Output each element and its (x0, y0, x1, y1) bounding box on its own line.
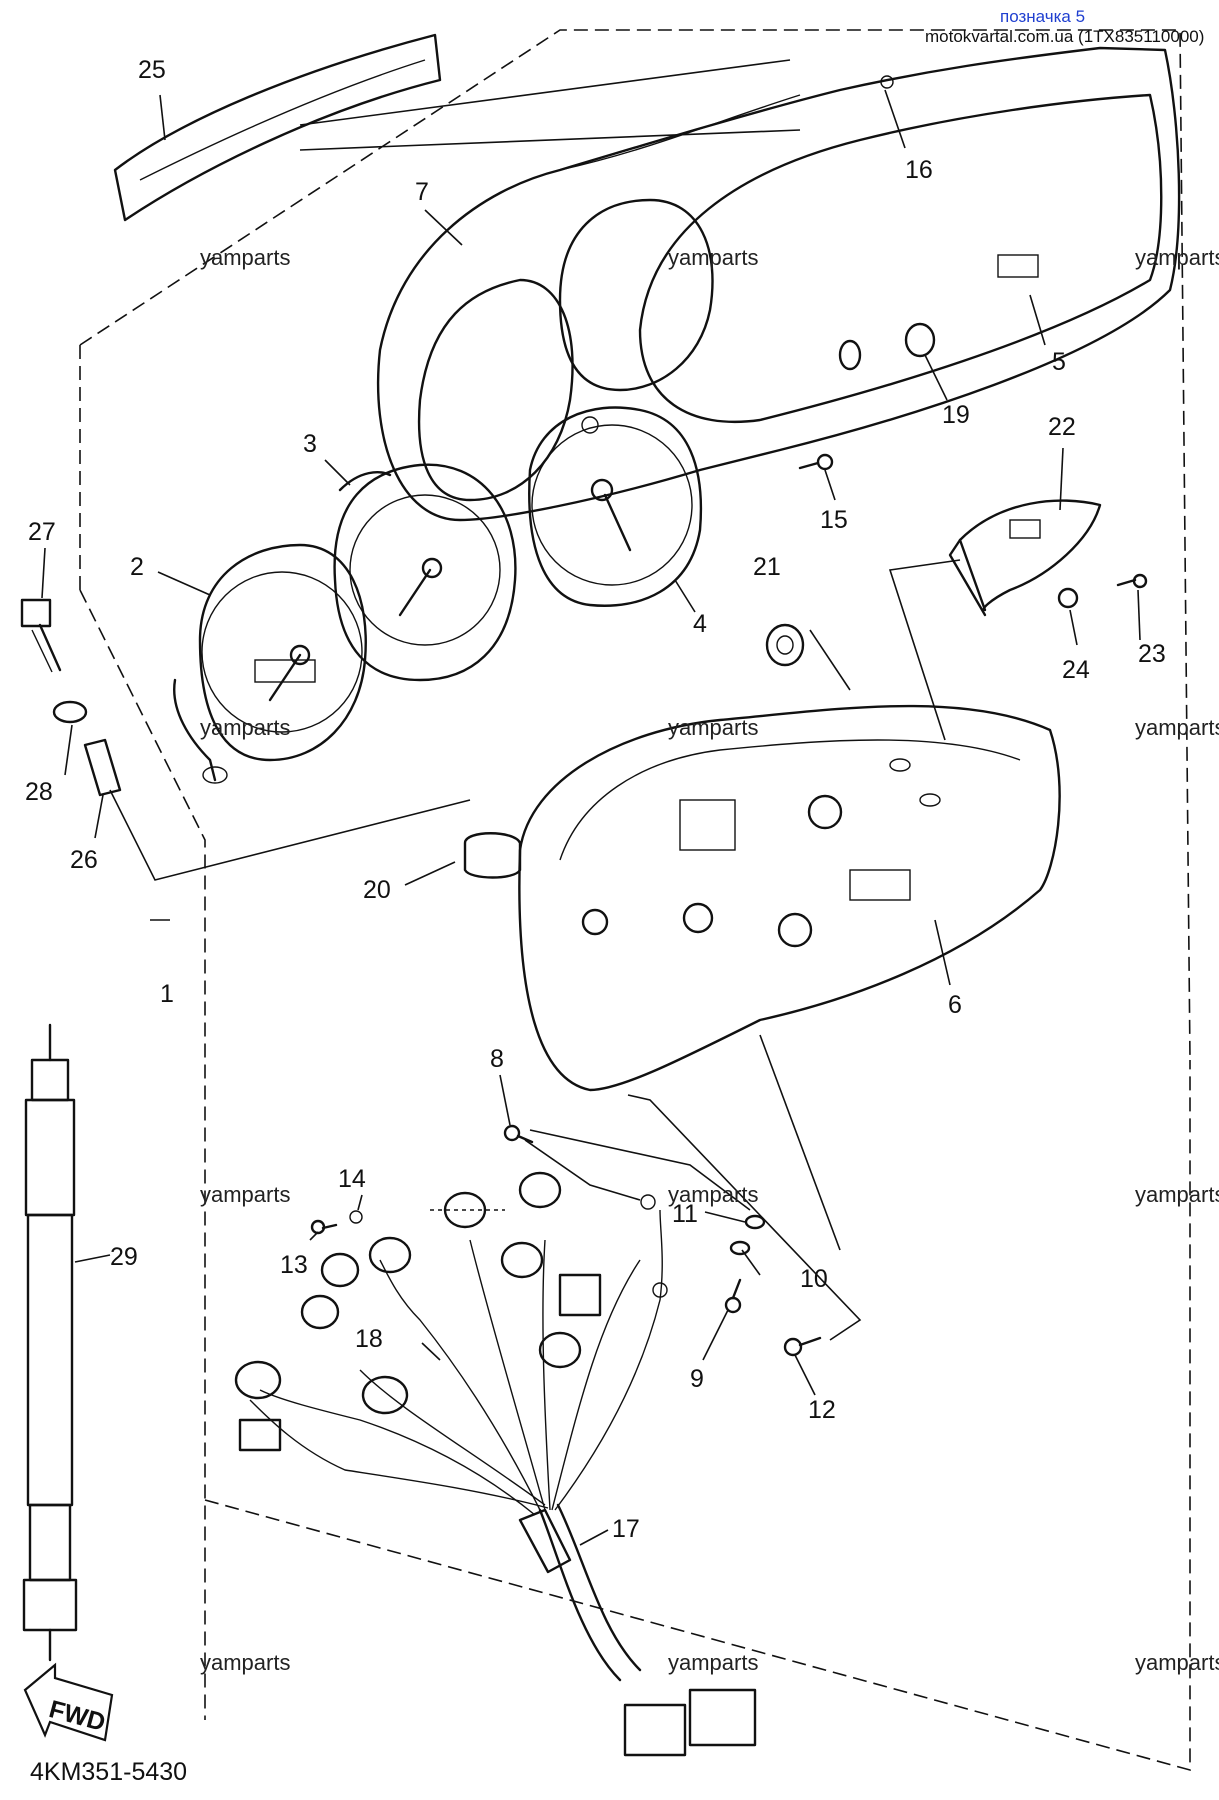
part-grommet-20 (463, 832, 522, 879)
callout-16: 16 (905, 156, 933, 184)
callout-15: 15 (820, 506, 848, 534)
callout-13: 13 (280, 1251, 308, 1279)
callout-20: 20 (363, 876, 391, 904)
callout-4: 4 (693, 610, 707, 638)
callout-6: 6 (948, 991, 962, 1019)
callout-9: 9 (690, 1365, 704, 1393)
watermark: yamparts (200, 1650, 290, 1675)
part-meter-case (518, 704, 1061, 1092)
assembly-outline (79, 29, 1191, 1772)
part-lens-details (838, 75, 1039, 371)
page-title: позначка 5 (1000, 7, 1085, 26)
part-visor-strip (113, 33, 442, 222)
watermark: yamparts (1135, 245, 1219, 270)
part-washer-28 (52, 700, 88, 724)
part-wire-harness (234, 1171, 757, 1757)
callout-14: 14 (338, 1165, 366, 1193)
watermark: yamparts (1135, 715, 1219, 740)
callout-17: 17 (612, 1515, 640, 1543)
callout-2: 2 (130, 553, 144, 581)
watermarks: yamparts yamparts yamparts yamparts yamp… (200, 245, 1219, 1675)
watermark: yamparts (200, 1182, 290, 1207)
callout-3: 3 (303, 430, 317, 458)
watermark: yamparts (1135, 1650, 1219, 1675)
part-collar-26 (83, 738, 122, 797)
callout-7: 7 (415, 178, 429, 206)
callout-19: 19 (942, 401, 970, 429)
part-indicator-panel (948, 499, 1148, 617)
callout-labels: 1 2 3 4 5 6 7 8 9 10 11 12 13 14 15 16 1… (25, 56, 1166, 1543)
callout-10: 10 (800, 1265, 828, 1293)
callout-23: 23 (1138, 640, 1166, 668)
callout-25: 25 (138, 56, 166, 84)
watermark: yamparts (668, 715, 758, 740)
source-caption: motokvartal.com.ua (1TX835110000) (925, 27, 1204, 46)
callout-24: 24 (1062, 656, 1090, 684)
watermark: yamparts (200, 715, 290, 740)
callout-27: 27 (28, 518, 56, 546)
callout-29: 29 (110, 1243, 138, 1271)
callout-28: 28 (25, 778, 53, 806)
callout-26: 26 (70, 846, 98, 874)
callout-21: 21 (753, 553, 781, 581)
watermark: yamparts (200, 245, 290, 270)
callout-8: 8 (490, 1045, 504, 1073)
diagram-code: 4KM351-5430 (30, 1758, 187, 1786)
fwd-arrow: FWD (23, 1662, 114, 1742)
part-tachometer-gauge (333, 463, 517, 682)
callout-12: 12 (808, 1396, 836, 1424)
part-bolt-27 (20, 598, 62, 673)
callout-22: 22 (1048, 413, 1076, 441)
part-grommet-21 (765, 623, 805, 667)
watermark: yamparts (668, 1182, 758, 1207)
watermark: yamparts (668, 1650, 758, 1675)
callout-1: 1 (160, 980, 174, 1008)
callout-5: 5 (1052, 348, 1066, 376)
part-temperature-gauge (528, 406, 703, 607)
part-outer-cover (376, 46, 1181, 522)
leader-lines (41, 59, 1141, 1546)
part-small-hardware (310, 1124, 822, 1357)
assembly-links (109, 559, 961, 1341)
part-screw-15 (798, 453, 834, 471)
part-speedometer-cable (22, 1023, 78, 1662)
callout-11: 11 (672, 1200, 698, 1228)
part-speedometer (173, 543, 367, 784)
callout-18: 18 (355, 1325, 383, 1353)
watermark: yamparts (668, 245, 758, 270)
watermark: yamparts (1135, 1182, 1219, 1207)
